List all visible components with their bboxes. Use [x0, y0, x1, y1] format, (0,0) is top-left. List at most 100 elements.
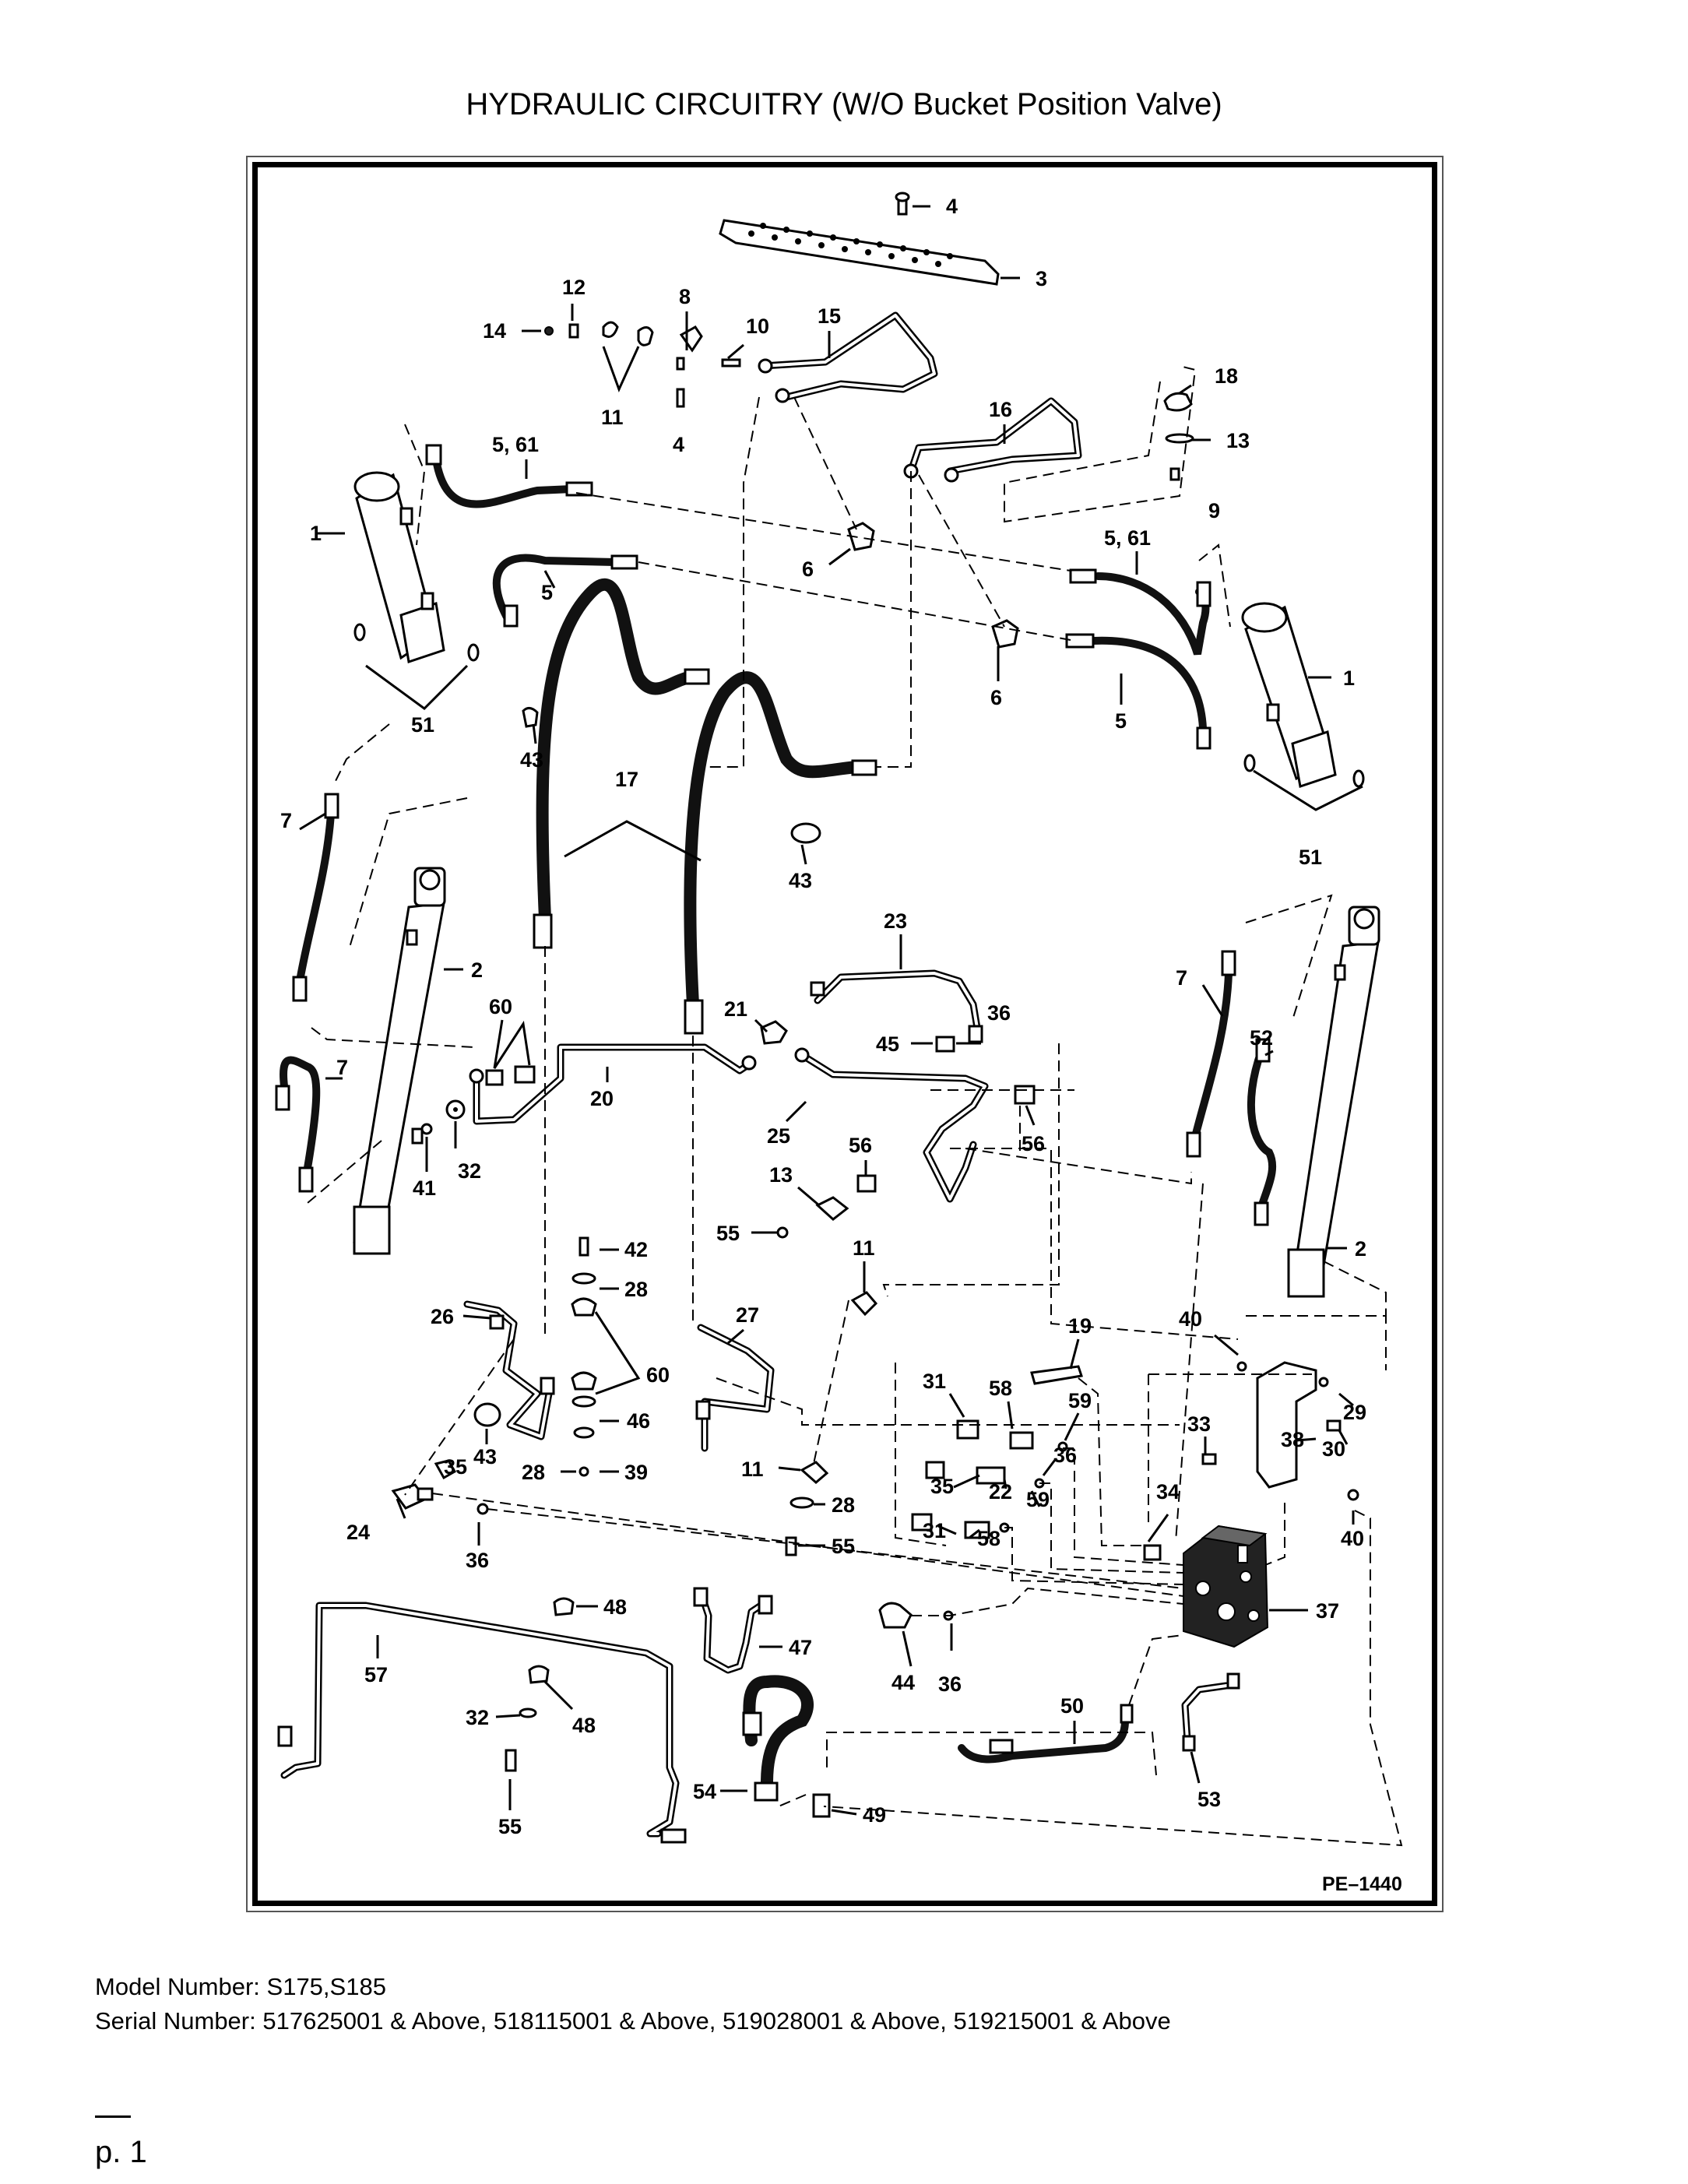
clamp-43-c — [473, 1402, 501, 1427]
washer-32-b — [519, 1707, 537, 1718]
fitting-19 — [1030, 1365, 1083, 1385]
hose-assembly-7-right — [1186, 950, 1236, 1158]
screw-41 — [420, 1123, 433, 1135]
washer-32-a — [445, 1099, 466, 1120]
callout-26: 26 — [431, 1305, 454, 1328]
callout-45: 45 — [876, 1032, 899, 1056]
figure-code: PE–1440 — [1322, 1873, 1402, 1895]
callout-13: 13 — [769, 1163, 793, 1187]
callout-51: 51 — [411, 713, 434, 737]
callout-46: 46 — [627, 1409, 650, 1433]
callout-28: 28 — [522, 1461, 545, 1484]
screw-55-c — [505, 1749, 517, 1772]
hose-assembly-52 — [1247, 1038, 1277, 1226]
callout-32: 32 — [458, 1159, 481, 1183]
callout-11: 11 — [601, 406, 624, 429]
callout-40: 40 — [1179, 1307, 1202, 1331]
hose-assembly-54 — [742, 1675, 831, 1818]
callout-18: 18 — [1215, 364, 1238, 388]
callout-41: 41 — [413, 1176, 436, 1200]
callout-35: 35 — [930, 1475, 954, 1498]
callout-5: 5 — [541, 581, 553, 604]
stacked-clamp-hardware — [571, 1236, 597, 1477]
callout-17: 17 — [615, 768, 638, 791]
bracket-56-center — [856, 1174, 877, 1193]
bracket-60-pair — [485, 1065, 536, 1086]
callout-43: 43 — [520, 748, 543, 772]
page-title: HYDRAULIC CIRCUITRY (W/O Bucket Position… — [466, 87, 1222, 121]
callout-4: 4 — [946, 195, 958, 218]
clip-11-center — [850, 1291, 878, 1317]
callout-59: 59 — [1068, 1389, 1092, 1412]
callout-14: 14 — [483, 319, 506, 343]
callout-56: 56 — [1022, 1132, 1045, 1155]
callout-34: 34 — [1156, 1480, 1180, 1503]
lift-cylinder-right — [1241, 602, 1365, 788]
tube-line-20 — [469, 1043, 757, 1125]
callout-27: 27 — [736, 1303, 759, 1327]
tilt-cylinder-right — [1287, 906, 1380, 1298]
callout-3: 3 — [1036, 267, 1047, 290]
callout-15: 15 — [818, 304, 841, 328]
callout-36: 36 — [1053, 1444, 1077, 1467]
callout-32: 32 — [466, 1706, 489, 1729]
callout-5: 5 — [1115, 709, 1127, 733]
callout-55: 55 — [832, 1535, 855, 1558]
tube-line-57 — [277, 1602, 687, 1844]
callout-55: 55 — [498, 1815, 522, 1838]
callout-7: 7 — [336, 1056, 348, 1079]
callout-28: 28 — [624, 1278, 648, 1301]
model-number-line: Model Number: S175,S185 — [95, 1973, 386, 2000]
callout-37: 37 — [1316, 1599, 1339, 1623]
callout-7: 7 — [280, 809, 292, 832]
callout-60: 60 — [489, 995, 512, 1018]
callout-19: 19 — [1068, 1314, 1092, 1338]
callout-9: 9 — [1208, 499, 1220, 522]
tube-line-23 — [810, 969, 983, 1043]
fitting-45 — [935, 1036, 955, 1053]
callout-28: 28 — [832, 1493, 855, 1517]
callout-36: 36 — [938, 1672, 962, 1696]
screw-55-a — [776, 1226, 789, 1239]
tilt-cylinder-left — [353, 867, 446, 1255]
fitting-stack-31-58-59-22 — [911, 1419, 1068, 1539]
callout-30: 30 — [1322, 1437, 1345, 1461]
callout-6: 6 — [990, 686, 1002, 709]
callout-21: 21 — [724, 997, 747, 1021]
callout-13: 13 — [1226, 429, 1250, 452]
hose-assembly-5-61-right — [1069, 568, 1211, 656]
elbow-fitting-44 — [878, 1602, 954, 1629]
mounting-bracket-38 — [1201, 1361, 1359, 1501]
fitting-cluster-18 — [1163, 392, 1194, 481]
page-number-rule — [95, 2115, 131, 2118]
callout-11: 11 — [853, 1236, 875, 1260]
callout-31: 31 — [923, 1370, 946, 1393]
callout-48: 48 — [603, 1595, 627, 1619]
callout-43: 43 — [473, 1445, 497, 1468]
callout-31: 31 — [923, 1519, 946, 1542]
screw-55-b — [785, 1536, 797, 1556]
callout-40: 40 — [1341, 1527, 1364, 1550]
hose-assembly-7-lower-left — [275, 1056, 321, 1193]
callout-58: 58 — [977, 1527, 1000, 1550]
callout-47: 47 — [789, 1636, 812, 1659]
callout-52: 52 — [1250, 1026, 1273, 1050]
callout-11: 11 — [741, 1458, 764, 1481]
callout-39: 39 — [624, 1461, 648, 1484]
callout-29: 29 — [1343, 1401, 1366, 1424]
lift-cylinder-left — [353, 471, 480, 663]
bolt-part-4 — [895, 192, 910, 216]
callout-labels: 4 3 12 8 14 10 15 11 4 18 16 13 5, 61 9 … — [280, 195, 1366, 1838]
tube-line-15 — [758, 311, 938, 403]
callout-49: 49 — [863, 1803, 886, 1827]
tube-line-47 — [693, 1587, 773, 1674]
callout-6: 6 — [802, 557, 814, 581]
tube-line-26 — [463, 1300, 555, 1440]
callout-12: 12 — [562, 276, 586, 299]
callout-10: 10 — [746, 315, 769, 338]
callout-36: 36 — [466, 1549, 489, 1572]
callout-53: 53 — [1197, 1788, 1221, 1811]
tube-line-27 — [695, 1324, 775, 1452]
page-number: p. 1 — [95, 2135, 147, 2169]
callout-38: 38 — [1281, 1428, 1304, 1451]
